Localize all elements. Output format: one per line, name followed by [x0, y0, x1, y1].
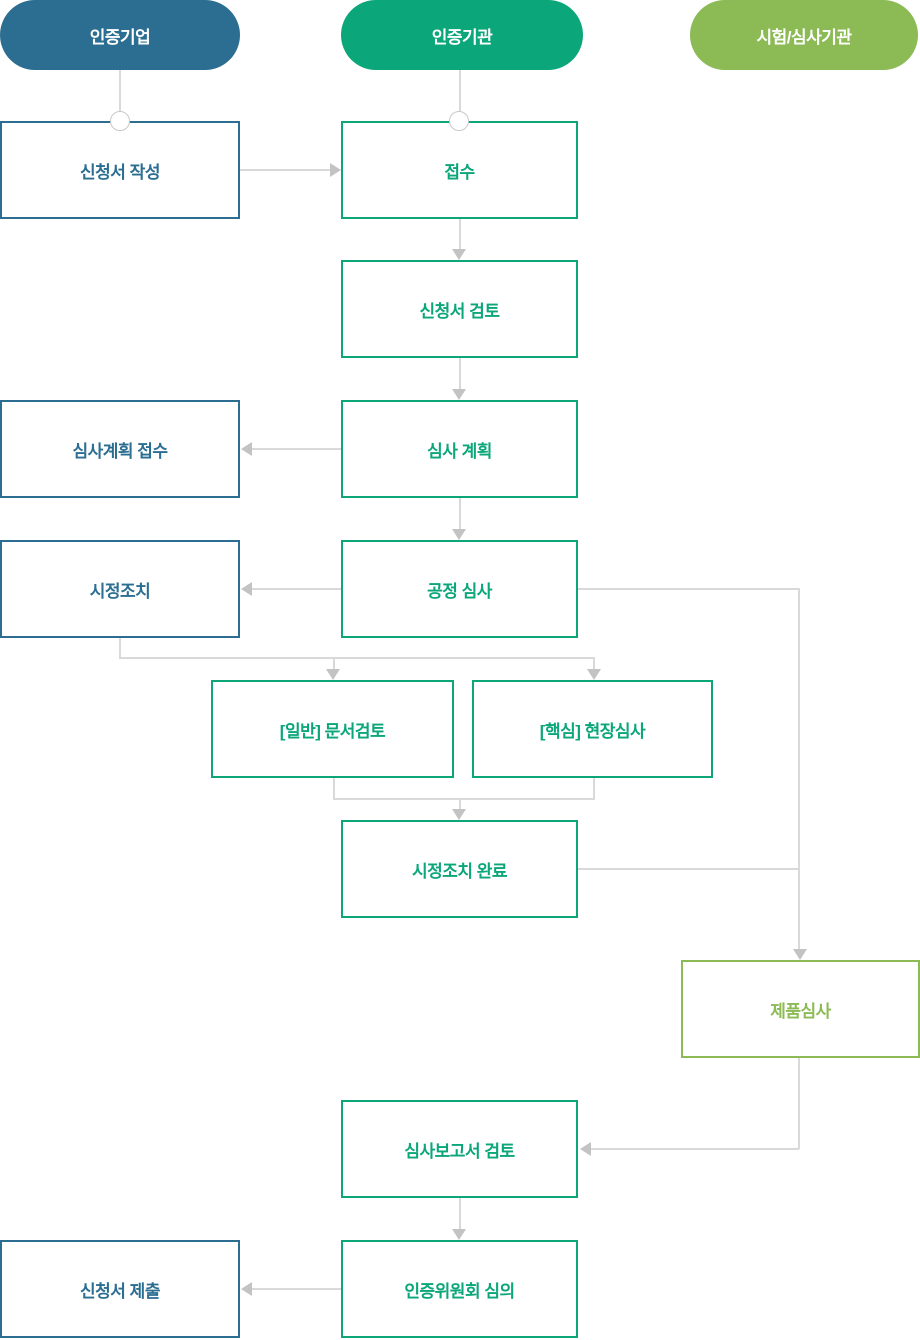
- lane-pill-certification-body: 인증기관: [341, 0, 583, 70]
- connector-line: [240, 169, 330, 171]
- arrowhead-left: [241, 1282, 252, 1296]
- connector-line: [119, 657, 595, 659]
- lane-label: 시험/심사기관: [756, 27, 852, 47]
- node-label: 심사보고서 검토: [404, 1141, 515, 1161]
- arrowhead-down: [452, 1229, 466, 1240]
- node-label: 시정조치: [89, 581, 151, 601]
- node-label: 신청서 작성: [80, 162, 160, 182]
- node-label: 공정 심사: [427, 581, 492, 601]
- connector-line: [578, 588, 799, 590]
- connector-line: [593, 657, 595, 669]
- connector-line: [119, 70, 121, 111]
- node-corrective-action: 시정조치: [0, 540, 240, 638]
- node-audit-plan-receipt: 심사계획 접수: [0, 400, 240, 498]
- node-label: 인증위원회 심의: [404, 1281, 515, 1301]
- node-label: 접수: [444, 162, 475, 182]
- node-process-audit: 공정 심사: [341, 540, 578, 638]
- connector-line: [459, 219, 461, 249]
- node-receipt: 접수: [341, 121, 578, 219]
- arrowhead-down: [452, 389, 466, 400]
- node-label: [일반] 문서검토: [279, 721, 386, 741]
- node-label: 심사계획 접수: [72, 441, 168, 461]
- arrowhead-down: [793, 949, 807, 960]
- arrowhead-left: [241, 582, 252, 596]
- node-general-document-review: [일반] 문서검토: [211, 680, 454, 778]
- arrowhead-left: [580, 1142, 591, 1156]
- lane-pill-certified-company: 인증기업: [0, 0, 240, 70]
- connector-line: [333, 778, 335, 799]
- arrowhead-down: [452, 249, 466, 260]
- node-label: [핵심] 현장심사: [539, 721, 646, 741]
- node-audit-report-review: 심사보고서 검토: [341, 1100, 578, 1198]
- arrowhead-left: [241, 442, 252, 456]
- node-application-submit: 신청서 제출: [0, 1240, 240, 1338]
- arrowhead-down: [587, 669, 601, 680]
- connector-line: [119, 638, 121, 658]
- arrowhead-down: [452, 529, 466, 540]
- arrowhead-right: [330, 163, 341, 177]
- connector-line: [593, 778, 595, 799]
- node-label: 신청서 검토: [419, 301, 500, 321]
- connector-line: [252, 448, 341, 450]
- lane-label: 인증기업: [89, 27, 151, 47]
- connector-line: [333, 657, 335, 669]
- connector-line: [459, 358, 461, 389]
- node-application-review: 신청서 검토: [341, 260, 578, 358]
- connector-line: [591, 1148, 799, 1150]
- node-label: 신청서 제출: [80, 1281, 160, 1301]
- connector-line: [459, 70, 461, 111]
- node-label: 시정조치 완료: [411, 861, 508, 881]
- node-label: 제품심사: [770, 1001, 831, 1021]
- anchor-circle: [449, 111, 469, 131]
- node-label: 심사 계획: [427, 441, 492, 461]
- anchor-circle: [110, 111, 130, 131]
- node-product-audit: 제품심사: [681, 960, 920, 1058]
- connector-line: [459, 498, 461, 529]
- connector-line: [798, 588, 800, 949]
- node-audit-plan: 심사 계획: [341, 400, 578, 498]
- node-corrective-action-complete: 시정조치 완료: [341, 820, 578, 918]
- connector-line: [252, 588, 341, 590]
- connector-line: [578, 868, 799, 870]
- lane-pill-testing-audit-body: 시험/심사기관: [690, 0, 918, 70]
- node-core-onsite-audit: [핵심] 현장심사: [472, 680, 713, 778]
- connector-line: [459, 798, 461, 809]
- connector-line: [252, 1288, 341, 1290]
- arrowhead-down: [452, 809, 466, 820]
- node-application-draft: 신청서 작성: [0, 121, 240, 219]
- connector-line: [459, 1198, 461, 1229]
- connector-line: [798, 1058, 800, 1149]
- arrowhead-down: [326, 669, 340, 680]
- lane-label: 인증기관: [431, 27, 493, 47]
- node-certification-committee-deliberation: 인증위원회 심의: [341, 1240, 578, 1338]
- connector-line: [333, 798, 595, 800]
